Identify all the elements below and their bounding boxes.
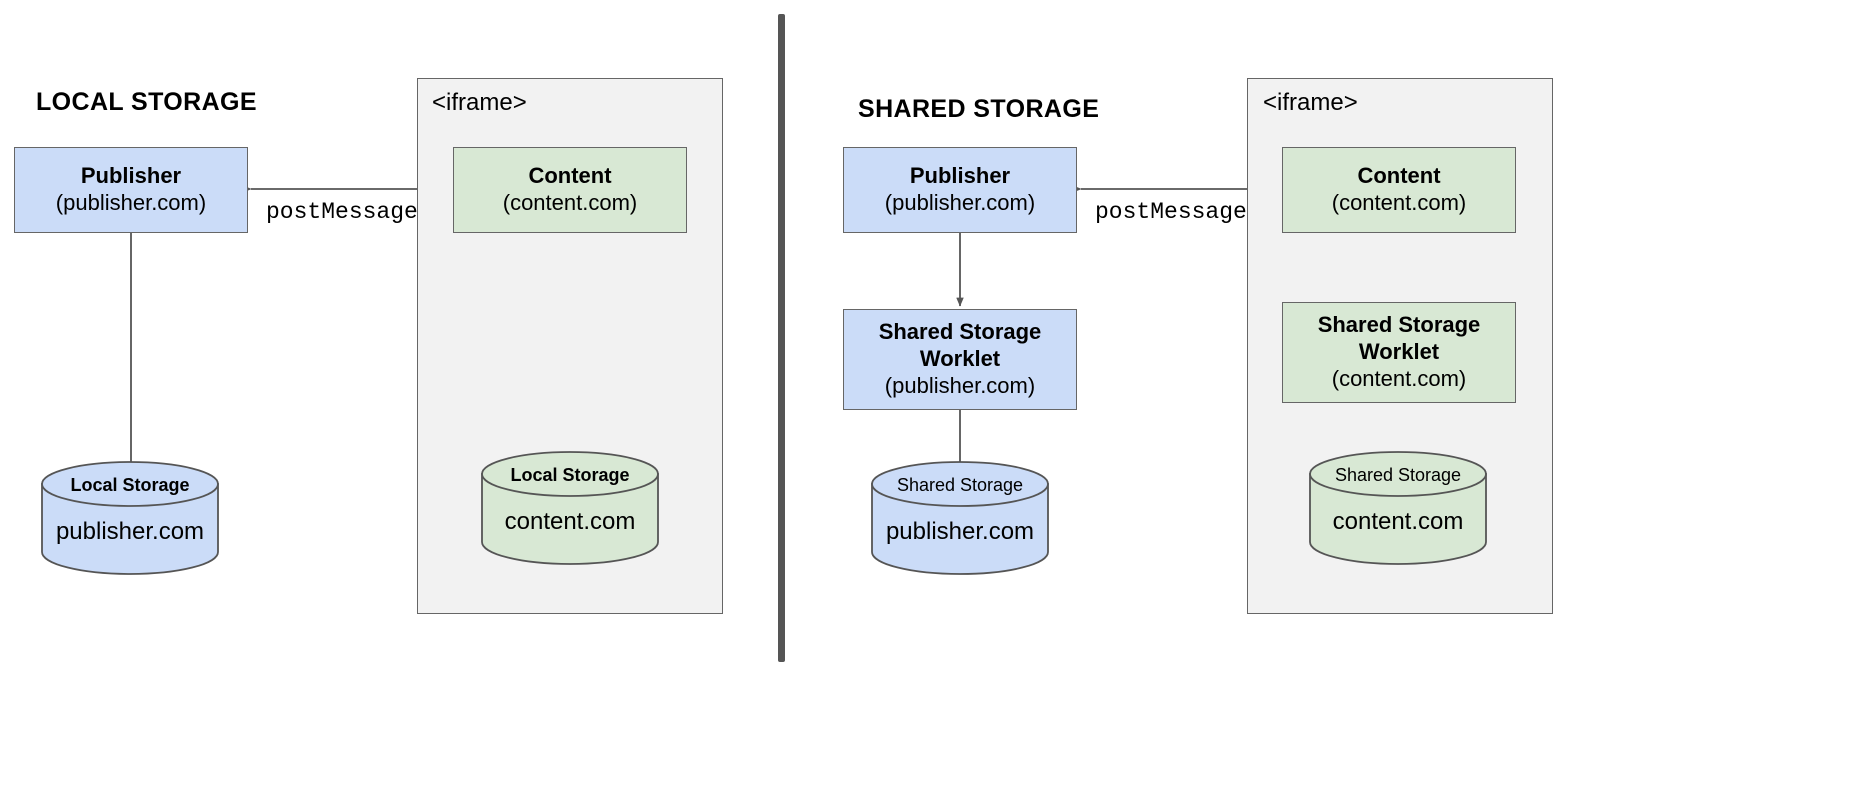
- node-publisher-left[interactable]: Publisher (publisher.com): [14, 147, 248, 233]
- cylinder-cap-label: Shared Storage: [1334, 465, 1462, 485]
- node-title: Publisher: [909, 163, 1011, 189]
- cylinder-body-label: publisher.com: [885, 518, 1035, 545]
- node-title-line1: Shared Storage: [1317, 312, 1481, 338]
- node-origin: (content.com): [502, 190, 638, 215]
- cylinder-local-storage-publisher: Local Storage publisher.com: [40, 461, 220, 575]
- node-origin: (publisher.com): [884, 190, 1036, 215]
- node-origin: (content.com): [1331, 365, 1467, 391]
- section-title-local-storage: LOCAL STORAGE: [36, 88, 257, 116]
- cylinder-body-label: publisher.com: [55, 518, 205, 545]
- node-shared-storage-worklet-publisher[interactable]: Shared Storage Worklet (publisher.com): [843, 309, 1077, 410]
- post-message-label-left: postMessage: [266, 199, 418, 225]
- node-content-left[interactable]: Content (content.com): [453, 147, 687, 233]
- section-title-shared-storage: SHARED STORAGE: [858, 95, 1100, 123]
- iframe-label-left: <iframe>: [432, 89, 527, 116]
- node-content-right[interactable]: Content (content.com): [1282, 147, 1516, 233]
- node-title: Content: [1357, 163, 1441, 189]
- node-publisher-right[interactable]: Publisher (publisher.com): [843, 147, 1077, 233]
- cylinder-shared-storage-publisher: Shared Storage publisher.com: [870, 461, 1050, 575]
- vertical-divider: [778, 14, 785, 662]
- node-origin: (publisher.com): [55, 190, 207, 215]
- node-title-line2: Worklet: [919, 346, 1001, 372]
- cylinder-body-label: content.com: [504, 508, 636, 535]
- post-message-label-right: postMessage: [1095, 199, 1247, 225]
- cylinder-local-storage-content: Local Storage content.com: [480, 451, 660, 565]
- cylinder-cap-label: Shared Storage: [896, 475, 1024, 495]
- cylinder-cap-label: Local Storage: [70, 475, 190, 495]
- iframe-label-right: <iframe>: [1263, 89, 1358, 116]
- node-origin: (content.com): [1331, 190, 1467, 215]
- node-title-line1: Shared Storage: [878, 319, 1042, 345]
- node-title-line2: Worklet: [1358, 339, 1440, 365]
- node-title: Content: [528, 163, 612, 189]
- node-shared-storage-worklet-content[interactable]: Shared Storage Worklet (content.com): [1282, 302, 1516, 403]
- node-title: Publisher: [80, 163, 182, 189]
- cylinder-cap-label: Local Storage: [510, 465, 630, 485]
- cylinder-shared-storage-content: Shared Storage content.com: [1308, 451, 1488, 565]
- cylinder-body-label: content.com: [1332, 508, 1464, 535]
- node-origin: (publisher.com): [884, 372, 1036, 398]
